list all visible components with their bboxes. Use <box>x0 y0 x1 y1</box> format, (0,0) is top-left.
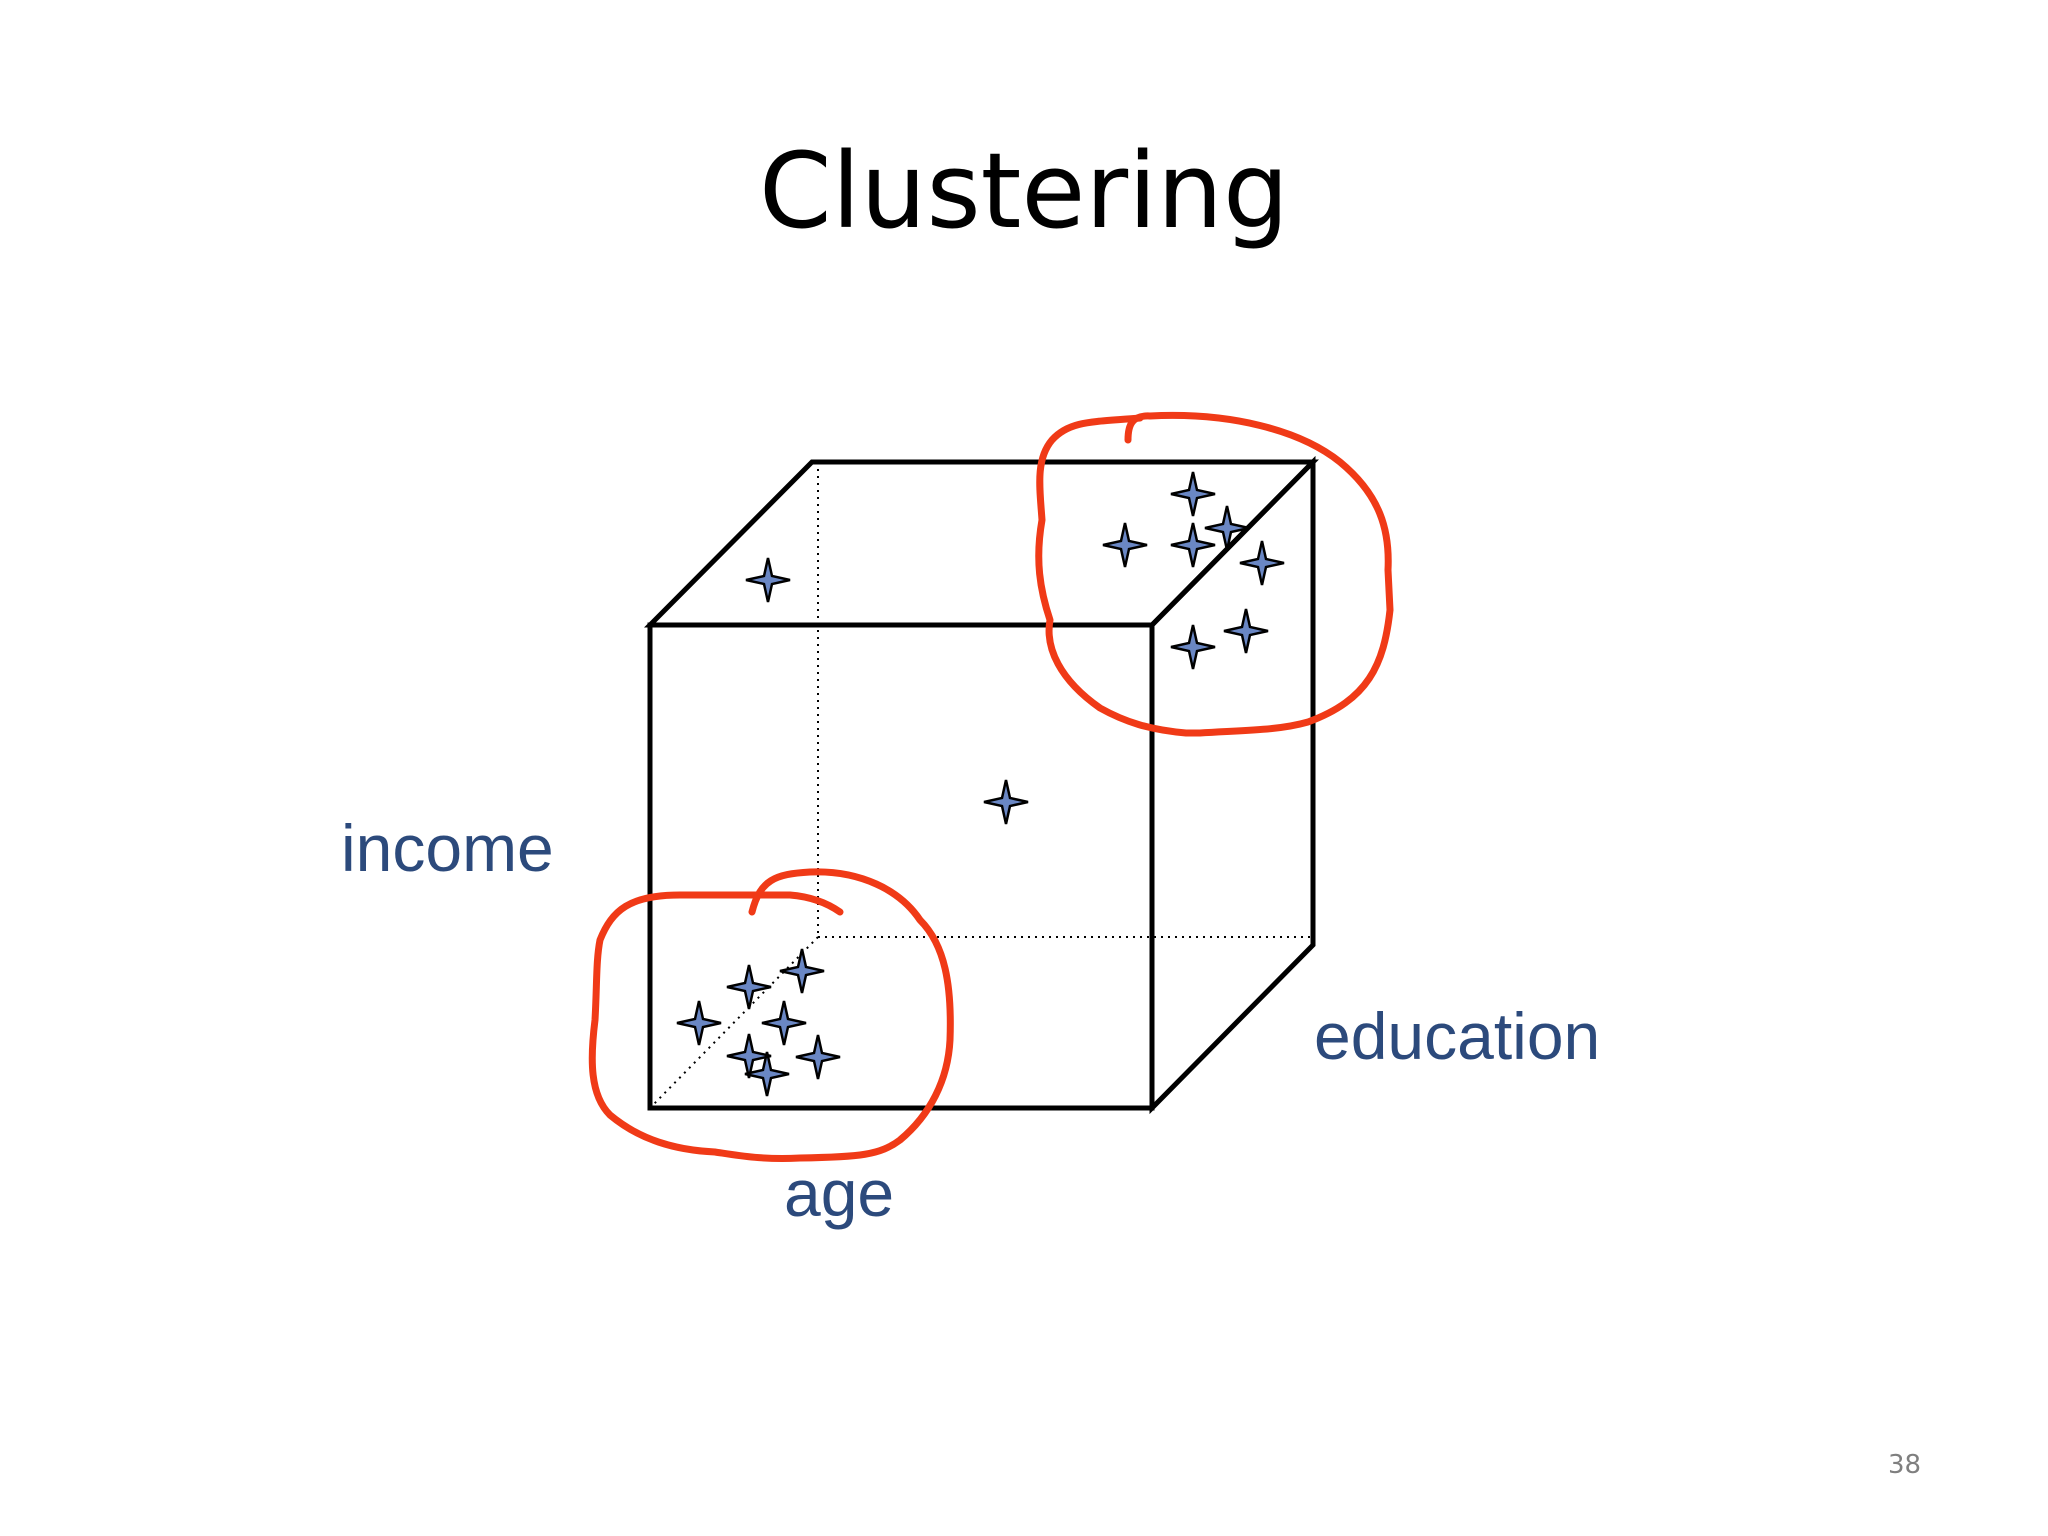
data-point-star-icon <box>1102 522 1148 568</box>
data-point-star-icon <box>779 948 825 994</box>
data-point-star-icon <box>1170 522 1216 568</box>
data-point-star-icon <box>744 1051 790 1097</box>
data-point-star-icon <box>1223 608 1269 654</box>
slide-page-number: 38 <box>1888 1450 1922 1480</box>
data-point-star-icon <box>726 1033 772 1079</box>
data-point-star-icon <box>745 557 791 603</box>
cluster-circle-upper-right <box>1035 411 1394 737</box>
data-point-star-icon <box>1239 540 1285 586</box>
data-points <box>676 471 1285 1097</box>
data-point-star-icon <box>761 1000 807 1046</box>
education-axis-label: education <box>1314 999 1601 1073</box>
hidden-edge-diagonal <box>649 936 819 1109</box>
data-point-star-icon <box>983 779 1029 825</box>
cluster-circle-lower-left <box>588 868 954 1162</box>
data-point-star-icon <box>676 1000 722 1046</box>
income-axis-label: income <box>341 811 554 885</box>
slide-title: Clustering <box>759 130 1289 252</box>
data-point-star-icon <box>726 964 772 1010</box>
age-axis-label: age <box>784 1156 895 1230</box>
data-point-star-icon <box>1170 624 1216 670</box>
cube-edges <box>643 455 1319 1115</box>
cube-right-face <box>1149 455 1316 1115</box>
hidden-edges <box>649 462 1315 1109</box>
data-point-star-icon <box>1170 471 1216 517</box>
data-point-star-icon <box>795 1034 841 1080</box>
cluster-annotations <box>588 411 1394 1162</box>
cube-front-face <box>647 622 1155 1111</box>
data-point-star-icon <box>1204 505 1250 551</box>
